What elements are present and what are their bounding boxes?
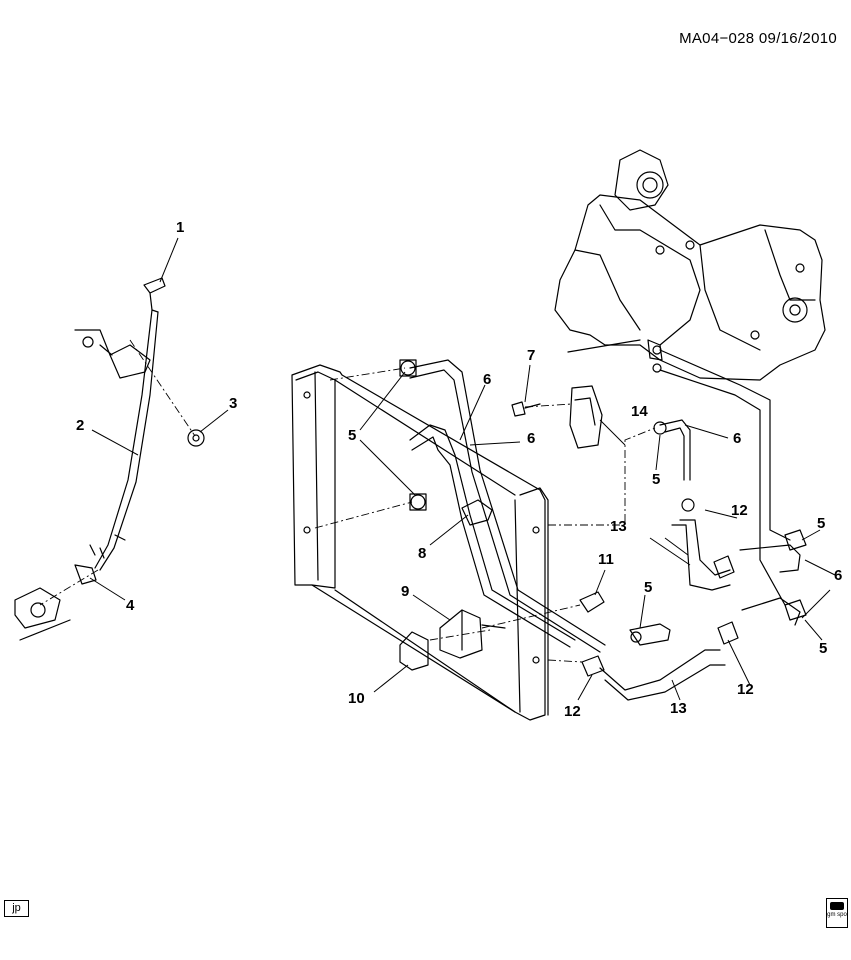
callout-13a: 13 (610, 518, 627, 535)
callout-7: 7 (527, 347, 535, 364)
callout-1: 1 (176, 219, 184, 236)
callout-13b: 13 (670, 700, 687, 717)
bracket-14 (569, 385, 603, 449)
callout-5b: 5 (652, 471, 660, 488)
callout-4: 4 (126, 597, 135, 614)
callout-6b: 6 (527, 430, 535, 447)
nut-3 (187, 429, 205, 447)
cooler-line-right (653, 349, 801, 626)
jp-badge: jp (4, 900, 29, 917)
nut-11 (579, 591, 605, 613)
fitting-5-right-upper (784, 529, 807, 551)
dipstick-assembly (14, 277, 166, 641)
radiator (291, 364, 549, 721)
bolt-7 (511, 401, 541, 417)
callout-14: 14 (631, 403, 648, 420)
diagram-id-date: MA04−028 09/16/2010 (679, 30, 837, 47)
callout-3: 3 (229, 395, 237, 412)
fitting-5-lower (629, 623, 671, 646)
bracket-9 (439, 609, 506, 659)
transmission-housing (554, 149, 826, 381)
callout-6a: 6 (483, 371, 491, 388)
callout-12b: 12 (731, 502, 748, 519)
leader-lines (89, 237, 836, 701)
callout-9: 9 (401, 583, 409, 600)
callout-5c: 5 (817, 515, 825, 532)
clamp-12-c (717, 621, 739, 645)
hose-13-lower (599, 649, 726, 701)
gm-spo-logo-icon: gm spo (826, 898, 848, 928)
callout-12a: 12 (564, 703, 581, 720)
callout-5e: 5 (819, 640, 827, 657)
callout-12c: 12 (737, 681, 754, 698)
callout-11: 11 (598, 551, 614, 568)
callout-2: 2 (76, 417, 84, 434)
isolator-10 (399, 631, 429, 671)
callout-10: 10 (348, 690, 365, 707)
callout-6c: 6 (733, 430, 741, 447)
clip-8 (461, 499, 493, 526)
cooler-line-upper (399, 359, 606, 653)
clamp-12-b (713, 555, 735, 579)
fitting-5-right-lower (784, 599, 807, 621)
clamp-12-a (581, 655, 605, 677)
callout-5a: 5 (348, 427, 356, 444)
callout-6d: 6 (834, 567, 842, 584)
callout-8: 8 (418, 545, 426, 562)
callout-labels: 1 2 3 4 5 5 5 5 5 6 6 6 6 7 8 9 10 11 12… (76, 219, 842, 720)
callout-5d: 5 (644, 579, 652, 596)
hose-13-upper (671, 498, 731, 591)
